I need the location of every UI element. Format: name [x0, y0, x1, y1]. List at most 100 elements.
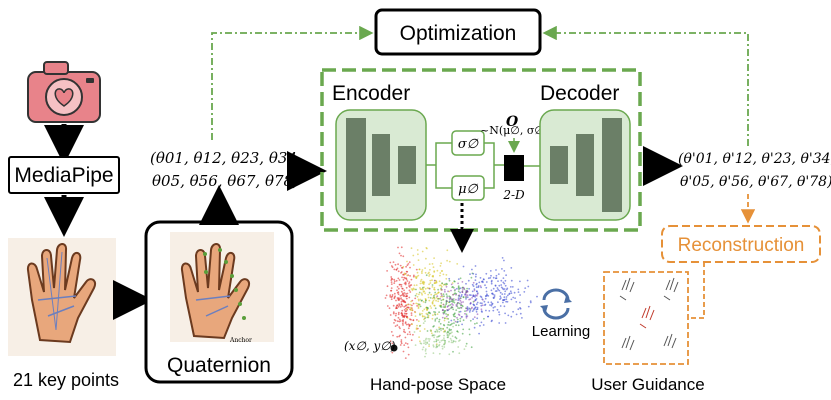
scatter-point: [393, 297, 396, 300]
scatter-point: [478, 332, 480, 335]
scatter-point: [487, 301, 490, 304]
scatter-point: [432, 314, 434, 316]
scatter-point: [421, 269, 424, 271]
scatter-point: [403, 328, 405, 331]
scatter-point: [416, 324, 418, 327]
scatter-point: [403, 272, 406, 275]
scatter-point: [424, 298, 427, 300]
scatter-point: [492, 309, 495, 312]
latent-dim-label: 2-D: [502, 188, 525, 202]
encoder-branch-lines: [426, 142, 452, 189]
scatter-point: [419, 280, 422, 283]
scatter-point: [401, 298, 403, 301]
scatter-point: [494, 285, 497, 287]
scatter-point: [398, 326, 401, 328]
scatter-point: [440, 270, 443, 272]
scatter-point: [406, 343, 409, 345]
scatter-point: [403, 289, 405, 292]
scatter-point: [492, 276, 495, 279]
scatter-point: [527, 285, 530, 288]
scatter-point: [446, 309, 448, 311]
scatter-point: [412, 264, 415, 266]
scatter-point: [403, 305, 406, 308]
scatter-point: [442, 312, 445, 315]
scatter-point: [404, 283, 407, 286]
scatter-point: [454, 336, 457, 339]
scatter-point: [455, 298, 457, 301]
scatter-point: [416, 295, 419, 298]
scatter-point: [422, 346, 425, 349]
scatter-point: [443, 295, 445, 298]
scatter-point: [448, 279, 451, 282]
scatter-point: [414, 315, 417, 317]
scatter-point: [488, 310, 491, 312]
scatter-point: [429, 297, 432, 299]
scatter-point: [480, 296, 483, 299]
scatter-point: [425, 352, 427, 355]
scatter-point: [452, 325, 454, 328]
scatter-point: [397, 313, 400, 316]
scatter-point: [504, 279, 507, 282]
scatter-point: [465, 342, 468, 345]
scatter-point: [433, 336, 435, 339]
scatter-point: [439, 274, 441, 277]
scatter-point: [415, 293, 418, 295]
scatter-point: [519, 280, 521, 283]
scatter-point: [457, 301, 460, 304]
scatter-point: [424, 271, 427, 274]
scatter-point: [410, 314, 413, 316]
scatter-point: [475, 283, 478, 286]
scatter-point: [398, 279, 401, 281]
scatter-point: [442, 328, 444, 330]
scatter-point: [499, 291, 502, 294]
scatter-point: [392, 312, 395, 315]
scatter-point: [423, 340, 425, 342]
scatter-point: [430, 293, 433, 296]
scatter-point: [424, 350, 427, 352]
scatter-point: [496, 308, 499, 311]
scatter-point: [456, 318, 459, 321]
scatter-point: [491, 292, 494, 295]
scatter-point: [465, 290, 467, 292]
hand-pose-space-scatter: [384, 246, 538, 359]
scatter-point: [536, 295, 538, 298]
scatter-point: [468, 294, 471, 296]
scatter-point: [414, 275, 417, 278]
scatter-point: [503, 296, 506, 299]
scatter-point: [402, 319, 405, 321]
scatter-point: [422, 283, 425, 286]
scatter-point: [431, 286, 434, 288]
scatter-point: [461, 291, 464, 293]
scatter-point: [400, 254, 402, 257]
scatter-point: [395, 312, 397, 315]
scatter-point: [451, 298, 453, 301]
scatter-point: [476, 317, 479, 320]
scatter-point: [513, 291, 516, 294]
scatter-point: [400, 342, 403, 345]
scatter-point: [469, 302, 472, 305]
scatter-point: [458, 294, 461, 297]
scatter-point: [490, 301, 493, 304]
scatter-point: [492, 287, 495, 290]
scatter-point: [503, 305, 506, 308]
scatter-point: [411, 304, 413, 307]
scatter-point: [474, 265, 477, 267]
scatter-point: [448, 353, 451, 356]
scatter-point: [438, 311, 440, 313]
scatter-point: [461, 281, 464, 283]
scatter-point: [481, 304, 484, 307]
scatter-point: [426, 330, 429, 332]
decoder-layer-2: [576, 134, 594, 196]
scatter-point: [492, 306, 495, 309]
scatter-point: [413, 288, 416, 291]
scatter-point: [410, 300, 412, 303]
scatter-point: [410, 284, 413, 286]
scatter-point: [490, 274, 492, 277]
reconstruction-label: Reconstruction: [678, 235, 805, 256]
scatter-point: [389, 314, 392, 316]
scatter-point: [406, 280, 409, 282]
scatter-point: [474, 279, 477, 281]
scatter-point: [482, 278, 485, 280]
scatter-point: [501, 293, 504, 295]
scatter-point: [485, 309, 487, 312]
